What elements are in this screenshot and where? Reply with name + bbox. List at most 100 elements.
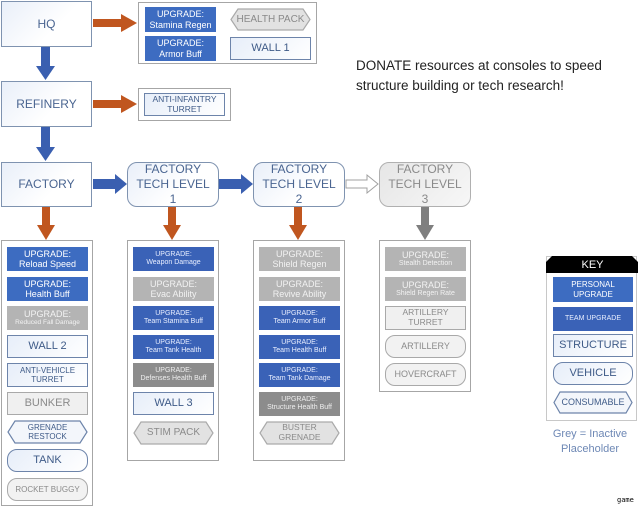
upgrade-reduced-fall-damage[interactable]: UPGRADE: Reduced Fall Damage [7,306,88,330]
arrow-factory-to-tech1 [93,174,127,194]
arrow-tech1-to-tech2 [219,174,253,194]
node-factory-tech-1[interactable]: FACTORY TECH LEVEL 1 [127,162,219,207]
structure-anti-vehicle-turret[interactable]: ANTI-VEHICLE TURRET [7,363,88,387]
upgrade-name: Weapon Damage [146,259,201,266]
upgrade-label: UPGRADE: [156,38,204,49]
structure-artillery-turret[interactable]: ARTILLERY TURRET [385,306,466,330]
upgrade-label: UPGRADE: [23,248,71,259]
upgrade-reload-speed[interactable]: UPGRADE: Reload Speed [7,247,88,271]
upgrade-revive-ability[interactable]: UPGRADE: Revive Ability [259,277,340,301]
upgrade-name: Team Armor Buff [273,318,326,325]
upgrade-team-tank-damage[interactable]: UPGRADE: Team Tank Damage [259,363,340,387]
upgrade-structure-health-buff[interactable]: UPGRADE: Structure Health Buff [259,392,340,416]
consumable-grenade-restock[interactable]: GRENADE RESTOCK [7,420,88,444]
node-factory-tech-2-label: FACTORY TECH LEVEL 2 [262,162,336,206]
tech3-unlocks-group: UPGRADE: Stealth Detection UPGRADE: Shie… [379,240,471,392]
key-label: TEAM UPGRADE [564,314,621,322]
upgrade-label: UPGRADE: [155,338,192,346]
key-team-upgrade: TEAM UPGRADE [553,307,633,331]
upgrade-label: UPGRADE: [275,248,323,259]
upgrade-label: UPGRADE: [23,278,71,289]
upgrade-team-health-buff[interactable]: UPGRADE: Team Health Buff [259,335,340,359]
upgrade-team-stamina-buff[interactable]: UPGRADE: Team Stamina Buff [133,306,214,330]
upgrade-evac-ability[interactable]: UPGRADE: Evac Ability [133,277,214,301]
node-factory-label: FACTORY [18,177,75,191]
item-label: ROCKET BUGGY [15,484,80,494]
structure-wall-2[interactable]: WALL 2 [7,335,88,358]
hq-unlocks-group: UPGRADE: Stamina Regen HEALTH PACK UPGRA… [138,2,317,64]
item-label: ARTILLERY TURRET [402,307,449,327]
legend-inactive-note: Grey = Inactive Placeholder [540,427,640,457]
upgrade-health-buff[interactable]: UPGRADE: Health Buff [7,277,88,301]
upgrade-team-tank-health[interactable]: UPGRADE: Team Tank Health [133,335,214,359]
upgrade-shield-regen[interactable]: UPGRADE: Shield Regen [259,247,340,271]
upgrade-name: Health Buff [25,289,70,299]
node-factory[interactable]: FACTORY [1,162,92,207]
hexagon-shape-icon [259,421,340,445]
item-label: BUSTER GRENADE [278,422,321,442]
upgrade-label: UPGRADE: [281,366,318,374]
vehicle-artillery[interactable]: ARTILLERY [385,335,466,358]
arrow-refinery-to-factory [36,127,55,161]
upgrade-label: UPGRADE: [155,309,192,317]
key-structure: STRUCTURE [553,334,633,357]
upgrade-defenses-health-buff[interactable]: UPGRADE: Defenses Health Buff [133,363,214,387]
vehicle-rocket-buggy[interactable]: ROCKET BUGGY [7,478,88,501]
upgrade-name: Reload Speed [18,259,77,269]
hexagon-shape-icon [230,8,311,31]
legend-key: KEY PERSONAL UPGRADE TEAM UPGRADE STRUCT… [546,256,638,421]
item-label: WALL 1 [251,42,290,55]
upgrade-label: UPGRADE: [155,366,192,374]
key-label: CONSUMABLE [561,397,625,408]
upgrade-name: Revive Ability [272,289,327,299]
upgrade-name: Team Stamina Buff [143,318,203,325]
arrow-refinery-to-unlocks [93,95,137,113]
consumable-buster-grenade[interactable]: BUSTER GRENADE [259,421,340,445]
arrow-tech2-to-list [289,207,307,240]
node-factory-tech-3[interactable]: FACTORY TECH LEVEL 3 [379,162,471,207]
node-hq[interactable]: HQ [1,1,92,47]
item-label: GRENADE RESTOCK [27,422,68,441]
structure-wall-3[interactable]: WALL 3 [133,392,214,415]
upgrade-stealth-detection[interactable]: UPGRADE: Stealth Detection [385,247,466,271]
upgrade-team-armor-buff[interactable]: UPGRADE: Team Armor Buff [259,306,340,330]
consumable-stim-pack[interactable]: STIM PACK [133,421,214,445]
node-refinery[interactable]: REFINERY [1,81,92,127]
upgrade-name: Team Tank Health [145,347,202,354]
item-label: ARTILLERY [401,341,450,352]
upgrade-name: Team Health Buff [272,347,327,354]
upgrade-armor-buff[interactable]: UPGRADE: Armor Buff [145,36,216,61]
structure-wall-1[interactable]: WALL 1 [230,37,311,60]
key-vehicle: VEHICLE [553,362,633,385]
arrow-tech2-to-tech3 [345,173,379,195]
node-refinery-label: REFINERY [16,96,77,111]
upgrade-label: UPGRADE: [401,279,449,290]
consumable-health-pack[interactable]: HEALTH PACK [230,8,311,31]
upgrade-shield-regen-rate[interactable]: UPGRADE: Shield Regen Rate [385,277,466,301]
vehicle-hovercraft[interactable]: HOVERCRAFT [385,363,466,386]
upgrade-stamina-regen[interactable]: UPGRADE: Stamina Regen [145,7,216,32]
item-label: ANTI-INFANTRY TURRET [152,93,217,114]
key-header-shape [546,256,638,273]
item-label: WALL 3 [154,397,193,410]
upgrade-weapon-damage[interactable]: UPGRADE: Weapon Damage [133,247,214,271]
upgrade-label: UPGRADE: [401,249,449,260]
key-personal-upgrade: PERSONAL UPGRADE [553,277,633,302]
key-consumable: CONSUMABLE [553,391,633,414]
structure-bunker[interactable]: BUNKER [7,392,88,415]
legend-note-line: Placeholder [560,442,620,455]
arrow-tech1-to-list [163,207,181,240]
upgrade-name: Structure Health Buff [267,404,332,411]
upgrade-name: Stamina Regen [149,19,212,30]
upgrade-name: Evac Ability [150,289,197,299]
factory-unlocks-group: UPGRADE: Reload Speed UPGRADE: Health Bu… [1,240,93,506]
node-hq-label: HQ [37,16,56,31]
upgrade-name: Shield Regen [272,259,327,269]
upgrade-label: UPGRADE: [275,278,323,289]
structure-anti-infantry-turret[interactable]: ANTI-INFANTRY TURRET [144,93,225,116]
node-factory-tech-2[interactable]: FACTORY TECH LEVEL 2 [253,162,345,207]
vehicle-tank[interactable]: TANK [7,449,88,472]
item-label: ANTI-VEHICLE TURRET [19,365,76,384]
tech1-unlocks-group: UPGRADE: Weapon Damage UPGRADE: Evac Abi… [127,240,219,461]
